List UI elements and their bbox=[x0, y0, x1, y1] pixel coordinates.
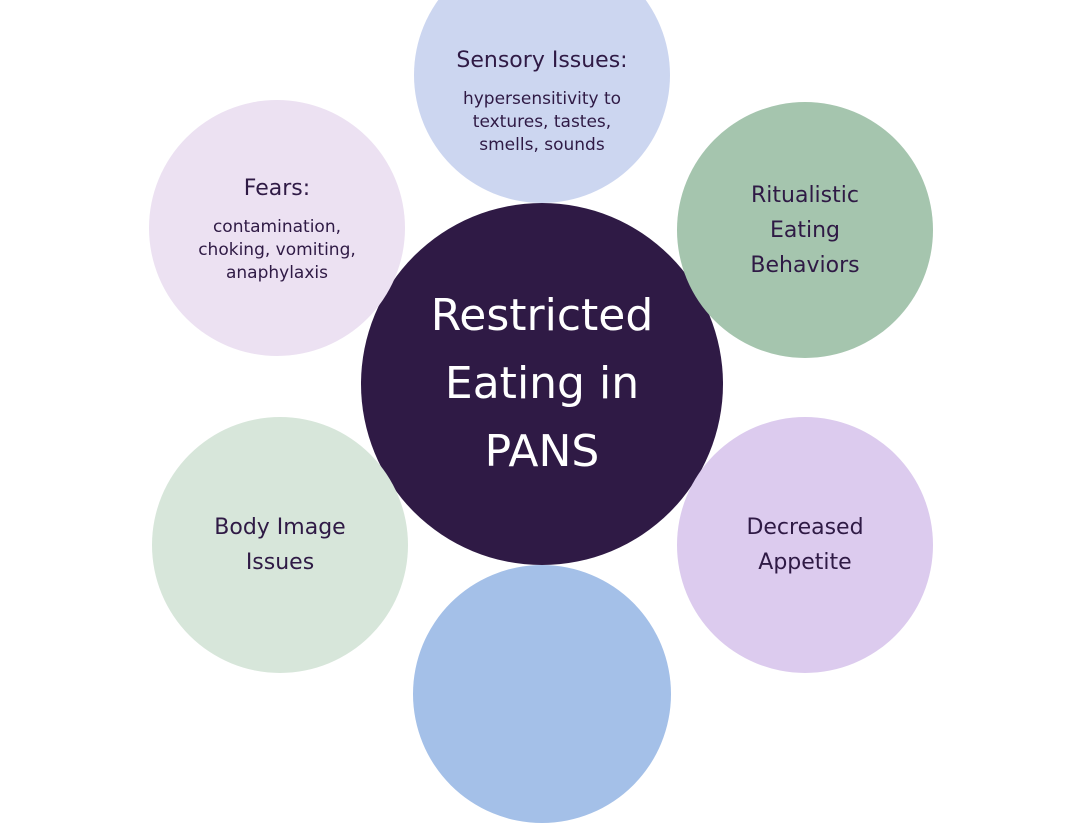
description-line: textures, tastes, bbox=[472, 112, 612, 132]
description-line: smells, sounds bbox=[479, 135, 605, 155]
node-fears: Fears: contamination, choking, vomiting,… bbox=[149, 100, 405, 356]
node-description: contamination, choking, vomiting, anaphy… bbox=[198, 216, 356, 285]
node-line: Decreased bbox=[746, 515, 864, 540]
node-sensory-issues: Sensory Issues: hypersensitivity to text… bbox=[414, 0, 670, 203]
center-node-restricted-eating: Restricted Eating in PANS bbox=[361, 203, 723, 565]
center-line: Eating in bbox=[444, 358, 640, 409]
center-line: Restricted bbox=[430, 290, 654, 341]
node-line: Eating bbox=[769, 217, 841, 243]
node-title: Fears: bbox=[243, 176, 311, 201]
description-line: anaphylaxis bbox=[225, 263, 328, 283]
node-ritualistic-eating: Ritualistic Eating Behaviors bbox=[677, 102, 933, 358]
node-body-image: Body Image Issues bbox=[152, 417, 408, 673]
node-title: Sensory Issues: bbox=[456, 48, 628, 73]
node-bottom-partial bbox=[413, 565, 671, 823]
description-line: contamination, bbox=[212, 217, 342, 237]
description-line: choking, vomiting, bbox=[198, 240, 356, 260]
node-line: Issues bbox=[245, 550, 315, 575]
node-decreased-appetite: Decreased Appetite bbox=[677, 417, 933, 673]
node-line: Appetite bbox=[758, 550, 852, 575]
node-line: Ritualistic bbox=[751, 182, 859, 208]
center-line: PANS bbox=[484, 426, 600, 477]
node-line: Behaviors bbox=[750, 252, 860, 278]
node-description: hypersensitivity to textures, tastes, sm… bbox=[463, 88, 621, 157]
node-line: Body Image bbox=[214, 515, 346, 540]
description-line: hypersensitivity to bbox=[462, 89, 622, 109]
